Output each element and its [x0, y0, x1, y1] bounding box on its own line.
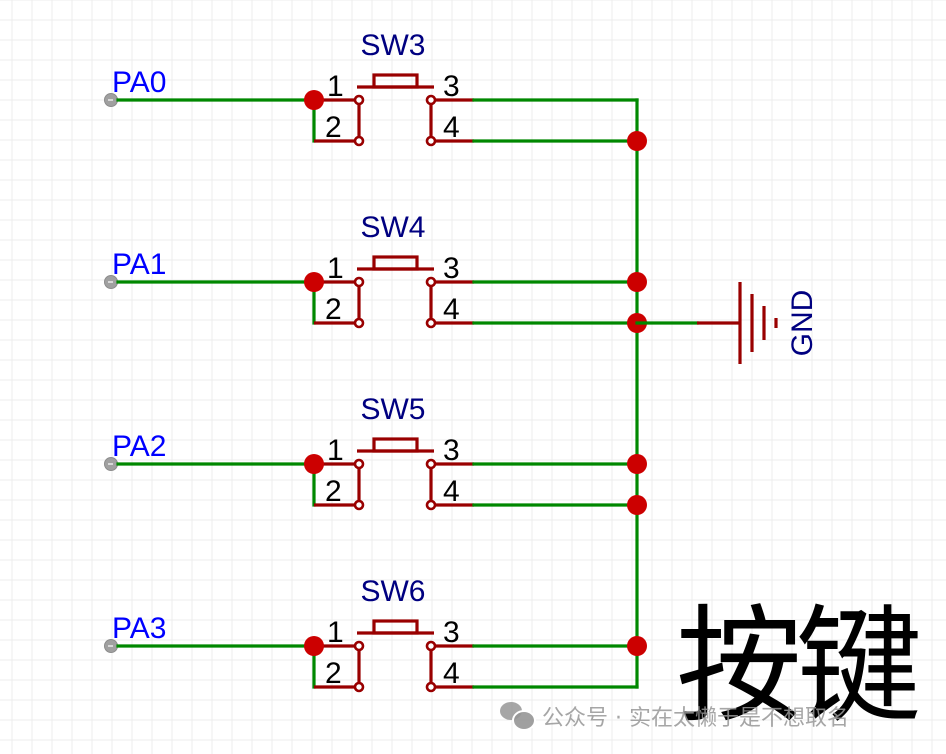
- pin-number: 3: [443, 70, 460, 103]
- pin-number: 4: [443, 657, 460, 690]
- designator-label: SW6: [360, 575, 425, 608]
- junction-dot: [304, 272, 324, 292]
- net-label: PA2: [112, 430, 166, 463]
- pin-end: [425, 458, 437, 470]
- plunger-cap: [372, 73, 419, 89]
- pin-number: 2: [325, 293, 342, 326]
- pin-end: [353, 458, 365, 470]
- pin-end: [353, 135, 365, 147]
- pin-end: [353, 94, 365, 106]
- watermark-text: 公众号 · 实在太懒于是不想取名: [542, 706, 849, 731]
- junction-dot: [304, 454, 324, 474]
- watermark: 公众号 · 实在太懒于是不想取名: [500, 700, 849, 732]
- pin-number: 3: [443, 252, 460, 285]
- pin-number: 3: [443, 616, 460, 649]
- bus-junction-dot: [627, 636, 647, 656]
- pin-end: [425, 135, 437, 147]
- pin-number: 2: [325, 657, 342, 690]
- pin-number: 2: [325, 111, 342, 144]
- plunger-cap: [372, 255, 419, 271]
- pin-number: 3: [443, 434, 460, 467]
- pin-number: 1: [327, 616, 344, 649]
- pin-number: 2: [325, 475, 342, 508]
- pin-number: 1: [327, 70, 344, 103]
- ground-bus: [627, 98, 647, 689]
- pin-number: 4: [443, 293, 460, 326]
- net-label: PA3: [112, 612, 166, 645]
- pin-number: 4: [443, 475, 460, 508]
- plunger-cap: [372, 437, 419, 453]
- net-port[interactable]: [104, 457, 118, 471]
- pin-end: [353, 681, 365, 693]
- net-port[interactable]: [104, 275, 118, 289]
- junction-dot: [304, 636, 324, 656]
- pin-number: 4: [443, 111, 460, 144]
- pin-end: [353, 640, 365, 652]
- switch-sw3[interactable]: PA0 SW3 1 2 3 4: [104, 29, 639, 147]
- switch-sw4[interactable]: PA1 SW4 1 2 3 4: [104, 211, 639, 329]
- net-label: PA0: [112, 66, 166, 99]
- junction-dot: [304, 90, 324, 110]
- plunger-cap: [372, 619, 419, 635]
- pin-end: [353, 317, 365, 329]
- bus-junction-dot: [627, 131, 647, 151]
- switch-sw5[interactable]: PA2 SW5 1 2 3 4: [104, 393, 639, 511]
- pin-end: [353, 499, 365, 511]
- net-label: PA1: [112, 248, 166, 281]
- pin-end: [425, 94, 437, 106]
- page-title: 按键: [676, 593, 922, 740]
- pin-end: [425, 317, 437, 329]
- net-port[interactable]: [104, 93, 118, 107]
- pin-end: [425, 499, 437, 511]
- bus-junction-dot: [627, 454, 647, 474]
- pin-end: [425, 276, 437, 288]
- gnd-label: GND: [786, 290, 819, 357]
- bus-junction-dot: [627, 495, 647, 515]
- switch-sw6[interactable]: PA3 SW6 1 2 3 4: [104, 575, 639, 693]
- bus-junction-dot: [627, 272, 647, 292]
- pin-end: [425, 640, 437, 652]
- pin-number: 1: [327, 252, 344, 285]
- ground-symbol[interactable]: GND: [635, 282, 819, 364]
- designator-label: SW4: [360, 211, 425, 244]
- pin-end: [425, 681, 437, 693]
- designator-label: SW5: [360, 393, 425, 426]
- pin-end: [353, 276, 365, 288]
- wechat-icon: [500, 702, 536, 731]
- pin-number: 1: [327, 434, 344, 467]
- designator-label: SW3: [360, 29, 425, 62]
